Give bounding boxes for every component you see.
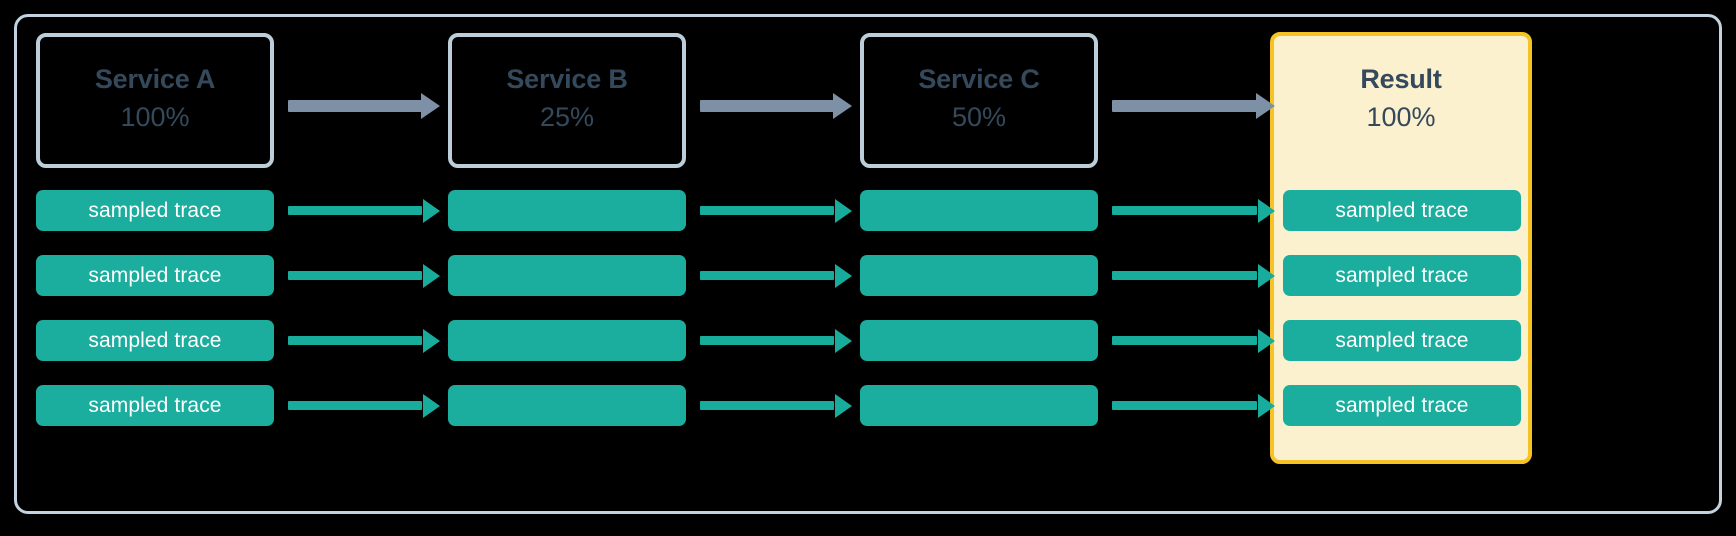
arrow-shaft [700, 336, 834, 345]
arrow-shaft [288, 401, 422, 410]
connector-arrow-service-c-to-result [1112, 93, 1275, 119]
arrow-head-icon [423, 264, 440, 288]
service-box-service-c[interactable]: Service C 50% [860, 33, 1098, 168]
trace-pill[interactable]: sampled trace [36, 255, 274, 296]
arrow-head-icon [835, 264, 852, 288]
arrow-head-icon [423, 329, 440, 353]
result-name-label: Result [1360, 64, 1442, 95]
arrow-head-icon [421, 93, 440, 119]
trace-arrow-row4-a-to-b [288, 394, 440, 418]
arrow-head-icon [1258, 329, 1275, 353]
service-box-result[interactable]: Result 100% [1270, 33, 1532, 168]
arrow-head-icon [835, 394, 852, 418]
diagram-outer-frame [14, 14, 1722, 514]
service-name-label: Service B [506, 64, 628, 95]
connector-arrow-service-a-to-service-b [288, 93, 440, 119]
trace-arrow-row2-a-to-b [288, 264, 440, 288]
trace-pill[interactable] [860, 190, 1098, 231]
service-box-service-a[interactable]: Service A 100% [36, 33, 274, 168]
service-percent-label: 100% [120, 102, 190, 133]
trace-pill[interactable] [448, 255, 686, 296]
service-percent-label: 25% [539, 102, 595, 133]
arrow-shaft [1112, 336, 1257, 345]
trace-pill[interactable] [448, 190, 686, 231]
trace-pill[interactable]: sampled trace [1283, 190, 1521, 231]
arrow-shaft [1112, 271, 1257, 280]
trace-pill[interactable] [860, 255, 1098, 296]
service-name-label: Service A [94, 64, 216, 95]
trace-pill[interactable] [860, 320, 1098, 361]
connector-arrow-service-b-to-service-c [700, 93, 852, 119]
arrow-head-icon [835, 199, 852, 223]
arrow-shaft [1112, 206, 1257, 215]
trace-pill[interactable] [448, 320, 686, 361]
trace-pill[interactable]: sampled trace [36, 385, 274, 426]
trace-arrow-row3-c-to-result [1112, 329, 1275, 353]
arrow-head-icon [423, 394, 440, 418]
arrow-head-icon [1256, 93, 1275, 119]
arrow-shaft [288, 336, 422, 345]
arrow-shaft [700, 100, 834, 112]
trace-pill[interactable]: sampled trace [1283, 255, 1521, 296]
arrow-head-icon [833, 93, 852, 119]
trace-pill[interactable] [860, 385, 1098, 426]
arrow-shaft [700, 206, 834, 215]
trace-pill[interactable] [448, 385, 686, 426]
trace-arrow-row1-b-to-c [700, 199, 852, 223]
trace-arrow-row3-a-to-b [288, 329, 440, 353]
service-box-service-b[interactable]: Service B 25% [448, 33, 686, 168]
trace-arrow-row1-c-to-result [1112, 199, 1275, 223]
trace-arrow-row4-c-to-result [1112, 394, 1275, 418]
result-percent-label: 100% [1366, 102, 1436, 133]
arrow-shaft [700, 401, 834, 410]
trace-arrow-row2-b-to-c [700, 264, 852, 288]
service-percent-label: 50% [951, 102, 1007, 133]
arrow-shaft [1112, 401, 1257, 410]
trace-arrow-row3-b-to-c [700, 329, 852, 353]
trace-arrow-row4-b-to-c [700, 394, 852, 418]
trace-pill[interactable]: sampled trace [36, 190, 274, 231]
arrow-shaft [1112, 100, 1257, 112]
arrow-head-icon [1258, 199, 1275, 223]
arrow-head-icon [1258, 394, 1275, 418]
arrow-shaft [288, 271, 422, 280]
arrow-shaft [288, 100, 422, 112]
trace-arrow-row2-c-to-result [1112, 264, 1275, 288]
service-name-label: Service C [918, 64, 1040, 95]
arrow-head-icon [835, 329, 852, 353]
trace-pill[interactable]: sampled trace [36, 320, 274, 361]
arrow-shaft [700, 271, 834, 280]
arrow-head-icon [1258, 264, 1275, 288]
trace-pill[interactable]: sampled trace [1283, 320, 1521, 361]
arrow-head-icon [423, 199, 440, 223]
arrow-shaft [288, 206, 422, 215]
trace-arrow-row1-a-to-b [288, 199, 440, 223]
trace-pill[interactable]: sampled trace [1283, 385, 1521, 426]
